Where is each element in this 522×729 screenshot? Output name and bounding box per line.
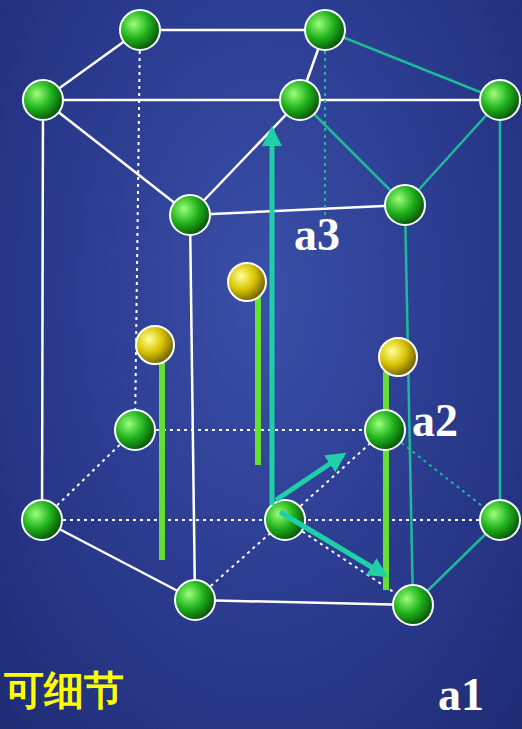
atoms [22, 10, 520, 625]
basis-vectors [272, 130, 385, 575]
vector-label: a2 [412, 398, 458, 444]
second-cell-hidden [325, 30, 500, 520]
second-cell [300, 30, 500, 605]
note-text: 可细节 [4, 670, 124, 710]
cell-edges [42, 30, 500, 605]
vector-label: a3 [294, 212, 340, 258]
hidden-edges [42, 30, 500, 605]
vector-label: a1 [438, 672, 484, 718]
